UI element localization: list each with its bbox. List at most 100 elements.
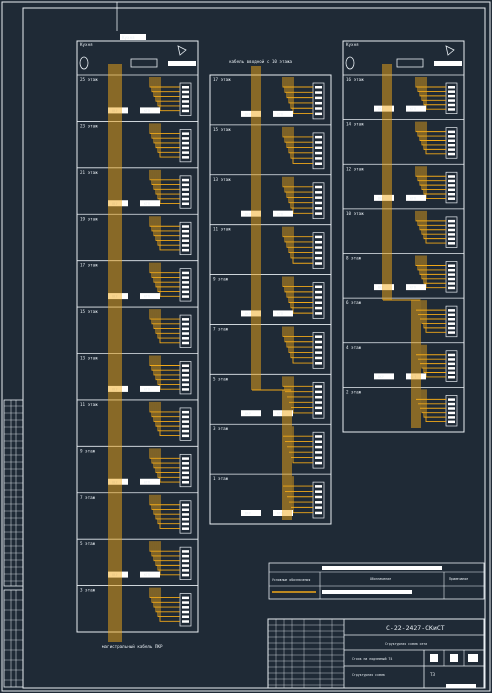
apartment-cable <box>159 309 180 344</box>
outlet-port <box>448 130 455 134</box>
apartment-cable <box>421 210 446 235</box>
apartment-cable <box>157 587 180 617</box>
outlet-port <box>182 462 189 465</box>
distribution-box <box>241 210 261 217</box>
apartment-cable <box>423 166 446 195</box>
outlet-port <box>315 296 322 299</box>
outlet-box <box>179 82 192 116</box>
distribution-box <box>241 110 261 117</box>
apartment-cable <box>155 448 180 473</box>
sheet-label: ТЗ <box>430 672 436 677</box>
outlet-box <box>312 82 325 120</box>
apartment-cable <box>151 216 180 232</box>
apartment-cable <box>284 326 313 343</box>
outlet-box <box>179 453 192 488</box>
outlet-port <box>182 318 189 321</box>
apartment-cable <box>415 77 446 88</box>
apartment-cable <box>159 216 180 251</box>
section-1-top-label: Кухня <box>80 42 93 47</box>
outlet-port <box>315 201 322 205</box>
outlet-port <box>448 318 455 321</box>
outlet-port <box>182 620 189 623</box>
floor-label: 19 этаж <box>80 216 98 221</box>
distribution-label: ШКР <box>378 196 384 200</box>
outlet-port <box>182 248 189 252</box>
switch-box <box>273 310 293 317</box>
outlet-port <box>315 151 322 155</box>
distribution-box <box>374 194 394 201</box>
distribution-box <box>108 200 128 207</box>
outlet-port <box>182 508 189 511</box>
apartment-cable <box>282 176 313 188</box>
outlet-box <box>312 431 325 469</box>
outlet-port <box>315 456 322 459</box>
apartment-cable <box>284 226 313 243</box>
distribution-box <box>241 510 261 516</box>
outlet-box <box>179 129 192 163</box>
riser-cable-section-3-branch <box>391 299 421 428</box>
apartment-cable <box>423 255 446 284</box>
outlet-port <box>315 340 322 344</box>
apartment-cable <box>149 169 180 181</box>
outlet-port <box>182 466 189 470</box>
distribution-box <box>108 107 128 114</box>
distribution-label: ШКР <box>245 212 251 216</box>
outlet-box <box>445 82 458 114</box>
apartment-cable <box>149 401 180 413</box>
outlet-port <box>448 362 455 366</box>
outlet-port <box>182 244 189 247</box>
apartment-cable <box>282 226 313 238</box>
floor-label: 1 этаж <box>213 476 229 481</box>
outlet-port <box>182 104 189 108</box>
outlet-port <box>448 367 455 370</box>
floor-label: 21 этаж <box>80 170 98 175</box>
outlet-port <box>315 406 322 410</box>
outlet-port <box>315 501 322 504</box>
outlet-port <box>448 282 455 285</box>
riser-cable-section-2-branch <box>254 389 286 520</box>
apartment-cable <box>157 309 180 339</box>
outlet-port <box>182 337 189 340</box>
outlet-port <box>182 596 189 600</box>
outlet-port <box>315 96 322 100</box>
distribution-box <box>108 293 128 300</box>
outlet-port <box>315 312 322 315</box>
distribution-box <box>374 284 394 291</box>
apartment-cable <box>157 401 180 432</box>
outlet-port <box>315 506 322 509</box>
apartment-cable <box>153 401 180 422</box>
outlet-port <box>448 322 455 325</box>
outlet-box <box>179 546 192 580</box>
cable-bundles <box>108 64 421 642</box>
apartment-cable <box>151 309 180 325</box>
apartment-cable <box>425 210 446 244</box>
sheet-inner-frame <box>22 7 486 689</box>
outlet-box <box>445 127 458 159</box>
outlet-port <box>182 156 189 159</box>
outlet-box <box>179 407 192 441</box>
apartment-cable <box>157 541 180 571</box>
apartment-cable <box>282 326 313 337</box>
distribution-box <box>374 373 394 380</box>
outlet-port <box>315 461 322 465</box>
outlet-port <box>315 112 322 116</box>
apartment-cable <box>286 326 313 348</box>
apartment-cable <box>155 494 180 520</box>
apartment-cable <box>419 210 446 231</box>
apartment-cable <box>284 176 313 193</box>
legend-col-3: Примечание <box>449 577 468 581</box>
switch-label: КТП <box>410 375 416 379</box>
outlet-port <box>315 390 322 394</box>
apartment-cable <box>157 355 180 385</box>
section-1-header-equipment <box>79 45 196 70</box>
distribution-box <box>108 571 128 578</box>
floor-label: 14 этаж <box>346 122 364 127</box>
apartment-cable <box>290 326 313 359</box>
apartment-cable <box>149 448 180 459</box>
outlet-box <box>445 350 458 382</box>
apartment-cable <box>151 123 180 139</box>
apartment-cable <box>157 448 180 478</box>
riser-cable-section-2-branch <box>256 389 288 520</box>
switch-label: КТП <box>410 286 416 290</box>
